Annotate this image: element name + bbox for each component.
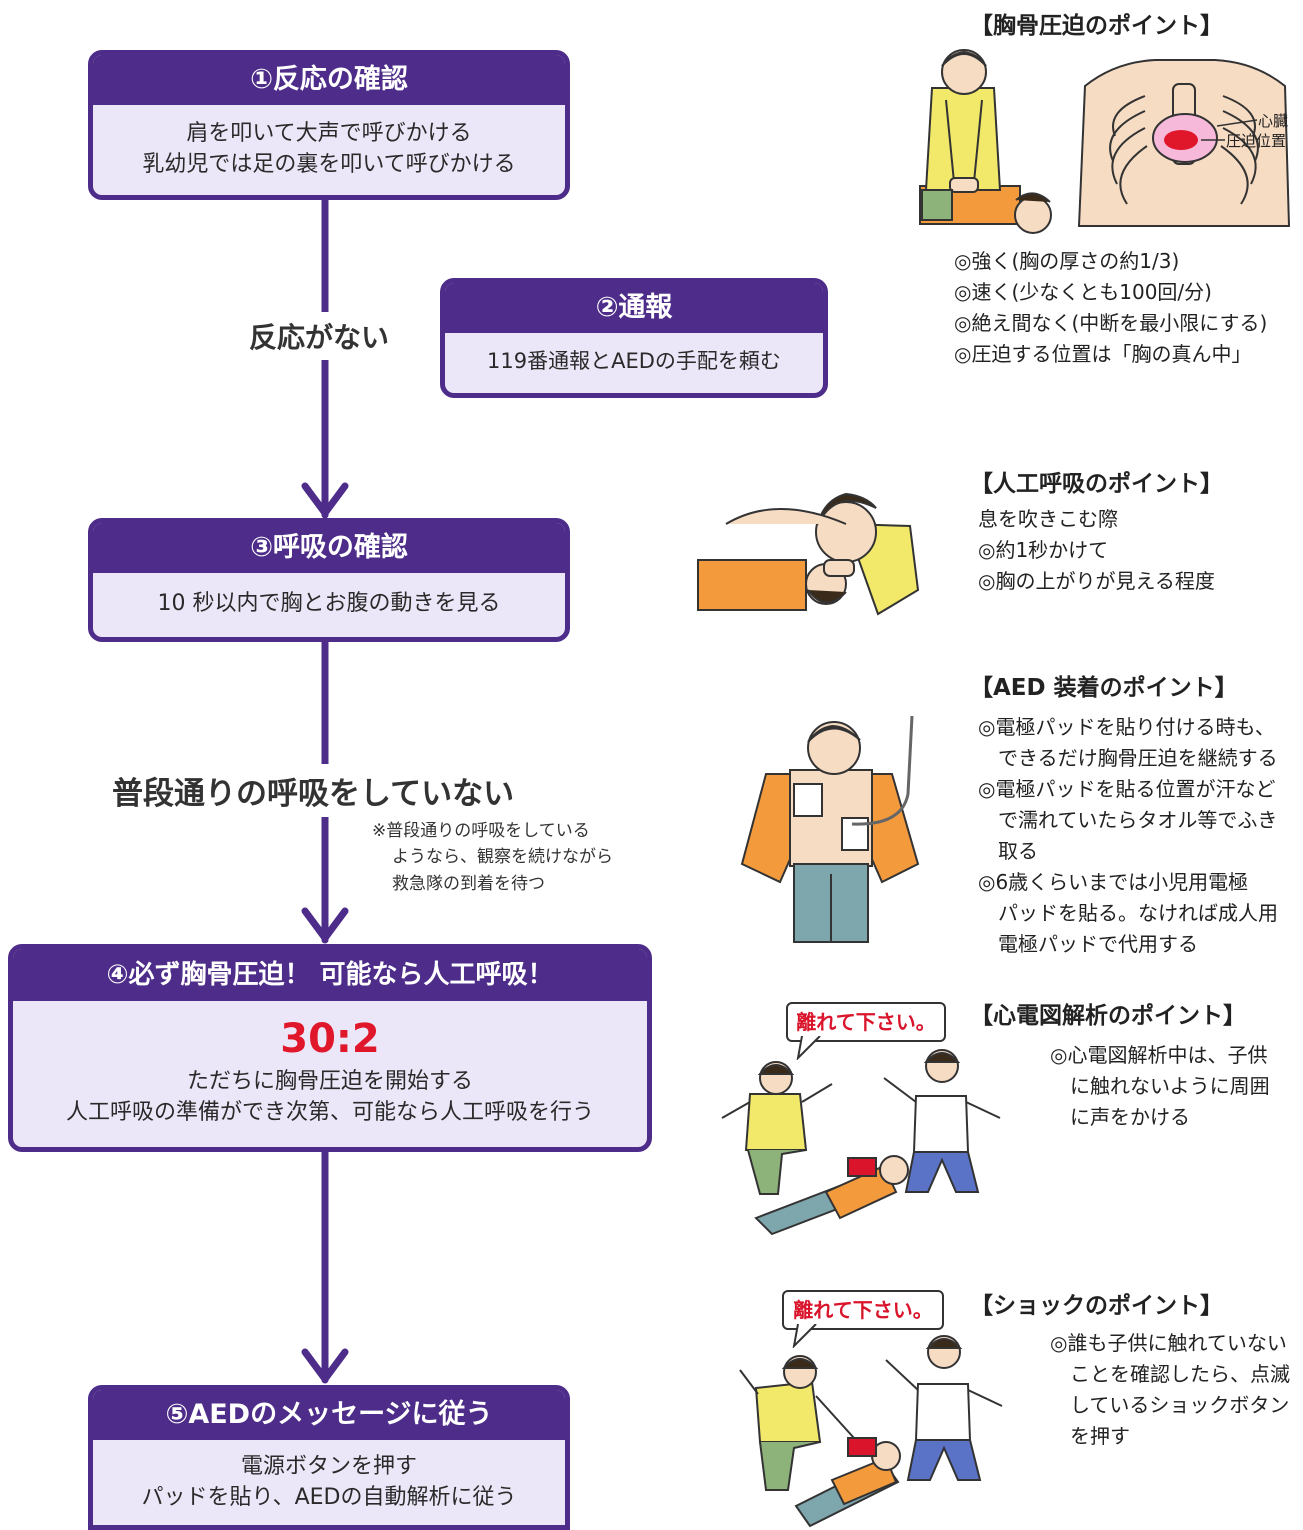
point-breathing-title: 【人工呼吸のポイント】 — [970, 471, 1223, 497]
shock-point-line-1: ◎誰も子供に触れていない — [1050, 1331, 1287, 1355]
point-breathing-list: 息を吹きこむ際 ◎約1秒かけて ◎胸の上がりが見える程度 — [978, 504, 1215, 597]
shock-point-line-2: ことを確認したら、点滅 — [1050, 1362, 1290, 1386]
step-1-title: ①反応の確認 — [93, 55, 565, 105]
point-aed-list: ◎電極パッドを貼り付ける時も、 できるだけ胸骨圧迫を継続する ◎電極パッドを貼る… — [978, 712, 1278, 960]
chest-diagram — [1077, 59, 1291, 227]
point-shock-title: 【ショックのポイント】 — [970, 1293, 1223, 1319]
bubble-tail-2 — [792, 1324, 817, 1348]
arrowhead-to-step5 — [301, 1348, 349, 1383]
note-line-2: ようなら、観察を続けながら — [392, 847, 613, 868]
step-4-line-1: ただちに胸骨圧迫を開始する — [186, 1069, 473, 1094]
step-5-line-1: 電源ボタンを押す — [240, 1454, 417, 1479]
aed-point-line-4: で濡れていたらタオル等でふき — [978, 808, 1278, 832]
breathing-note: ※普段通りの呼吸をしている ようなら、観察を続けながら 救急隊の到着を待つ — [372, 818, 613, 897]
compression-point-3: ◎絶え間なく(中断を最小限にする) — [954, 311, 1268, 335]
step-5-aed: ⑤AEDのメッセージに従う 電源ボタンを押す パッドを貼り、AEDの自動解析に従… — [88, 1385, 570, 1530]
step-1-line-1: 肩を叩いて大声で呼びかける — [186, 121, 472, 146]
shock-point-line-3: しているショックボタン — [1050, 1393, 1290, 1417]
compression-position-label: 圧迫位置 — [1226, 132, 1287, 150]
breathing-point-2: ◎約1秒かけて — [978, 538, 1109, 562]
ecg-point-line-3: に声をかける — [1050, 1105, 1190, 1129]
aed-point-line-3: ◎電極パッドを貼る位置が汗など — [978, 777, 1276, 801]
step-5-line-2: パッドを貼り、AEDの自動解析に従う — [141, 1484, 517, 1510]
rescue-breathing-illustration — [697, 492, 920, 616]
step-3-title: ③呼吸の確認 — [93, 523, 565, 573]
aed-pad-illustration — [740, 715, 920, 943]
ecg-point-line-2: に触れないように周囲 — [1050, 1074, 1270, 1098]
step-2-title: ②通報 — [445, 283, 823, 333]
breathing-point-3: ◎胸の上がりが見える程度 — [978, 569, 1215, 593]
shock-illustration — [739, 1335, 1003, 1528]
aed-point-line-7: パッドを貼る。なければ成人用 — [978, 901, 1278, 925]
stand-clear-bubble-1: 離れて下さい。 — [786, 1002, 946, 1042]
step-2-line-1: 119番通報とAEDの手配を頼む — [487, 349, 781, 373]
note-line-3: 救急隊の到着を待つ — [392, 873, 545, 894]
step-5-title: ⑤AEDのメッセージに従う — [93, 1390, 565, 1440]
point-aed-title: 【AED 装着のポイント】 — [970, 675, 1238, 701]
arrowhead-to-step4 — [301, 907, 349, 942]
step-3-check-breathing: ③呼吸の確認 10 秒以内で胸とお腹の動きを見る — [88, 518, 570, 642]
aed-point-line-5: 取る — [978, 839, 1038, 863]
step-4-line-2: 人工呼吸の準備ができ次第、可能なら人工呼吸を行う — [65, 1099, 594, 1125]
compression-point-4: ◎圧迫する位置は「胸の真ん中」 — [954, 342, 1252, 366]
compression-ratio: 30:2 — [280, 1016, 380, 1062]
step-2-call: ②通報 119番通報とAEDの手配を頼む — [440, 278, 828, 398]
point-compression-title: 【胸骨圧迫のポイント】 — [970, 13, 1223, 39]
point-shock-list: ◎誰も子供に触れていない ことを確認したら、点滅 しているショックボタン を押す — [1050, 1328, 1290, 1452]
compression-illustration — [919, 49, 1052, 234]
stand-clear-bubble-2: 離れて下さい。 — [782, 1290, 944, 1330]
aed-point-line-8: 電極パッドで代用する — [978, 932, 1198, 956]
ecg-point-line-1: ◎心電図解析中は、子供 — [1050, 1043, 1268, 1067]
label-no-normal-breathing: 普段通りの呼吸をしていない — [108, 764, 519, 817]
aed-point-line-1: ◎電極パッドを貼り付ける時も、 — [978, 715, 1275, 739]
point-compression-list: ◎強く(胸の厚さの約1/3) ◎速く(少なくとも100回/分) ◎絶え間なく(中… — [954, 246, 1267, 370]
aed-point-line-6: ◎6歳くらいまでは小児用電極 — [978, 870, 1249, 894]
aed-point-line-2: できるだけ胸骨圧迫を継続する — [978, 746, 1278, 770]
step-3-line-1: 10 秒以内で胸とお腹の動きを見る — [157, 591, 501, 616]
label-no-response: 反応がない — [245, 312, 394, 360]
step-1-check-response: ①反応の確認 肩を叩いて大声で呼びかける 乳幼児では足の裏を叩いて呼びかける — [88, 50, 570, 200]
step-1-line-2: 乳幼児では足の裏を叩いて呼びかける — [142, 151, 516, 177]
point-ecg-list: ◎心電図解析中は、子供 に触れないように周囲 に声をかける — [1050, 1040, 1270, 1133]
note-line-1: ※普段通りの呼吸をしている — [372, 821, 590, 841]
point-ecg-title: 【心電図解析のポイント】 — [970, 1003, 1246, 1029]
step-4-cpr: ④必ず胸骨圧迫！ 可能なら人工呼吸！ 30:2 ただちに胸骨圧迫を開始する 人工… — [8, 944, 652, 1152]
compression-point-1: ◎強く(胸の厚さの約1/3) — [954, 249, 1180, 273]
shock-point-line-4: を押す — [1050, 1424, 1130, 1448]
compression-point-2: ◎速く(少なくとも100回/分) — [954, 280, 1212, 304]
ecg-analysis-illustration — [721, 1049, 1001, 1236]
bubble-tail-1 — [796, 1036, 821, 1060]
arrowhead-to-step3 — [301, 482, 349, 517]
breathing-point-1: 息を吹きこむ際 — [978, 507, 1118, 531]
heart-label: 心臓 — [1258, 112, 1289, 130]
step-4-title: ④必ず胸骨圧迫！ 可能なら人工呼吸！ — [13, 949, 647, 1001]
